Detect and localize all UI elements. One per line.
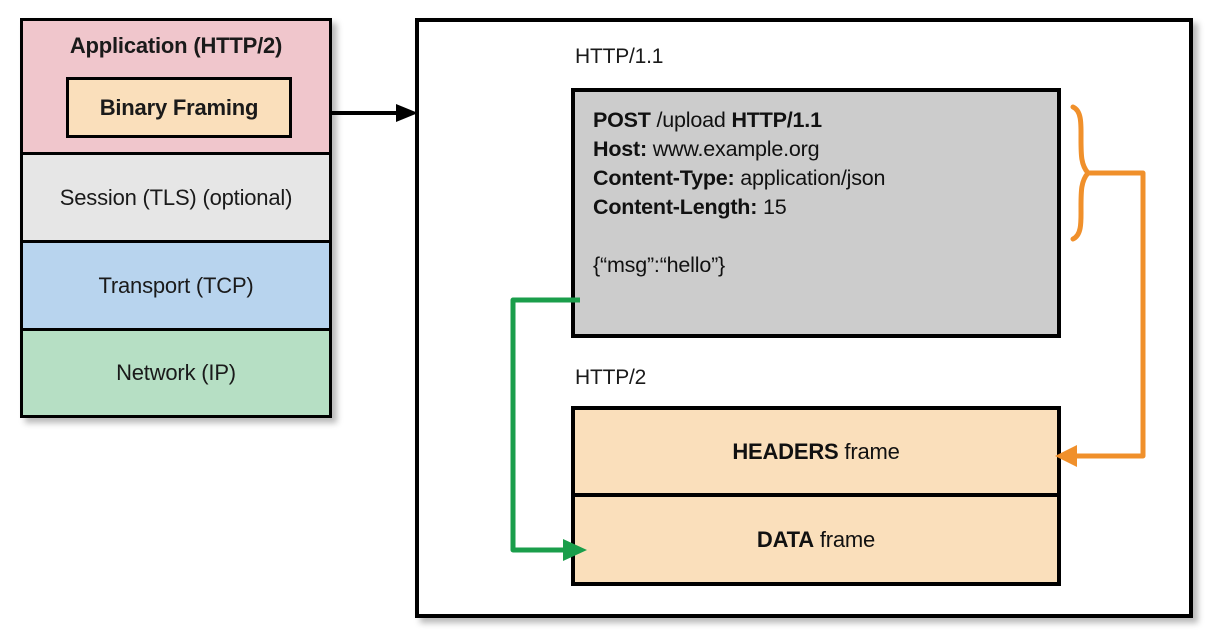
- http2-data-frame: DATA frame: [575, 497, 1057, 582]
- http11-header-content-length-value: 15: [757, 195, 787, 219]
- http2-headers-frame-label: HEADERS frame: [732, 438, 900, 465]
- http11-caption: HTTP/1.1: [575, 45, 664, 68]
- http2-headers-frame-type: HEADERS: [732, 438, 839, 464]
- http11-header-body-separator: [593, 222, 1047, 251]
- http11-header-host: Host: www.example.org: [593, 135, 1047, 164]
- http11-method: POST: [593, 108, 651, 132]
- http11-header-content-type-value: application/json: [734, 166, 886, 190]
- http2-headers-frame: HEADERS frame: [575, 410, 1057, 497]
- http11-version: HTTP/1.1: [731, 108, 822, 132]
- http2-data-frame-suffix: frame: [813, 526, 876, 552]
- stack-layer-application-label: Application (HTTP/2): [69, 33, 283, 58]
- http11-header-host-name: Host:: [593, 137, 647, 161]
- http11-header-content-length: Content-Length: 15: [593, 193, 1047, 222]
- stack-layer-network-label: Network (IP): [116, 360, 236, 385]
- http11-header-content-type: Content-Type: application/json: [593, 164, 1047, 193]
- http2-frames-box: HEADERS frame DATA frame: [571, 406, 1061, 586]
- stack-layer-session-label: Session (TLS) (optional): [59, 184, 293, 210]
- http11-body: {“msg”:“hello”}: [593, 253, 726, 277]
- http2-caption: HTTP/2: [575, 366, 647, 389]
- stack-to-panel-arrow-icon: [330, 104, 418, 122]
- protocol-stack: Application (HTTP/2) Binary Framing Sess…: [20, 18, 332, 418]
- http2-data-frame-type: DATA: [756, 526, 814, 552]
- http11-header-content-length-name: Content-Length:: [593, 195, 758, 219]
- stack-layer-binary-framing-label: Binary Framing: [99, 94, 259, 120]
- stack-layer-binary-framing: Binary Framing: [66, 77, 292, 138]
- http11-request-line: POST /upload HTTP/1.1: [593, 106, 1047, 135]
- http11-message-text: POST /upload HTTP/1.1 Host: www.example.…: [593, 106, 1047, 280]
- stack-layer-transport-label: Transport (TCP): [98, 272, 254, 298]
- http11-message-box: POST /upload HTTP/1.1 Host: www.example.…: [571, 88, 1061, 338]
- http2-data-frame-label: DATA frame: [757, 527, 875, 553]
- stack-layer-session: Session (TLS) (optional): [23, 155, 329, 243]
- http11-header-content-type-name: Content-Type:: [593, 166, 735, 190]
- stack-layer-network: Network (IP): [23, 331, 329, 415]
- stack-layer-transport: Transport (TCP): [23, 243, 329, 331]
- http11-path: /upload: [650, 108, 732, 132]
- http2-headers-frame-suffix: frame: [838, 438, 900, 464]
- http11-header-host-value: www.example.org: [646, 137, 820, 161]
